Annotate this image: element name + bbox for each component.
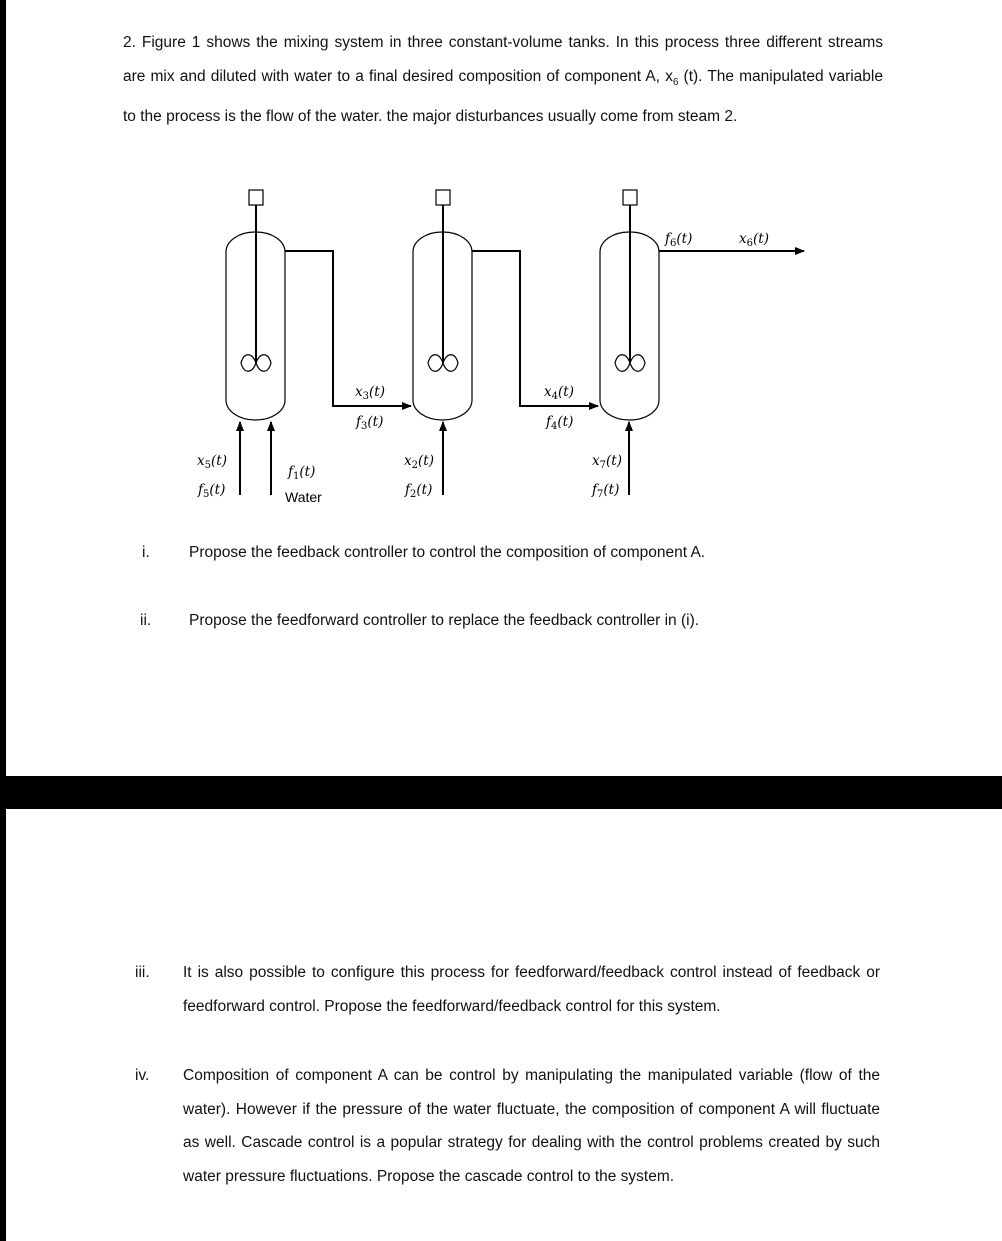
stream-3-line bbox=[285, 250, 412, 410]
label-f3: f3(t) bbox=[355, 414, 383, 432]
page-top: 2. Figure 1 shows the mixing system in t… bbox=[6, 0, 1002, 776]
label-f1: f1(t) bbox=[287, 464, 315, 482]
label-x4: x4(t) bbox=[544, 384, 574, 402]
motor-1 bbox=[248, 189, 264, 206]
label-x2: x2(t) bbox=[404, 453, 434, 471]
label-f7: f7(t) bbox=[591, 482, 619, 500]
stream-4-line bbox=[472, 250, 599, 410]
label-x3: x3(t) bbox=[355, 384, 385, 402]
motor-3 bbox=[622, 189, 638, 206]
label-f2: f2(t) bbox=[404, 482, 432, 500]
question-intro: 2. Figure 1 shows the mixing system in t… bbox=[123, 34, 883, 126]
label-x7: x7(t) bbox=[592, 453, 622, 471]
label-f6: f6(t) bbox=[664, 231, 692, 249]
motor-2 bbox=[435, 189, 451, 206]
label-f5: f5(t) bbox=[197, 482, 225, 500]
label-x6: x6(t) bbox=[739, 231, 769, 249]
label-water: Water bbox=[285, 489, 322, 505]
page-bottom: iii. It is also possible to configure th… bbox=[6, 809, 1002, 1241]
label-f4: f4(t) bbox=[545, 414, 573, 432]
label-x5: x5(t) bbox=[197, 453, 227, 471]
mixing-tanks-figure: f6(t) x6(t) x3(t) f3(t) x4(t) f4(t) x5(t… bbox=[197, 189, 805, 505]
